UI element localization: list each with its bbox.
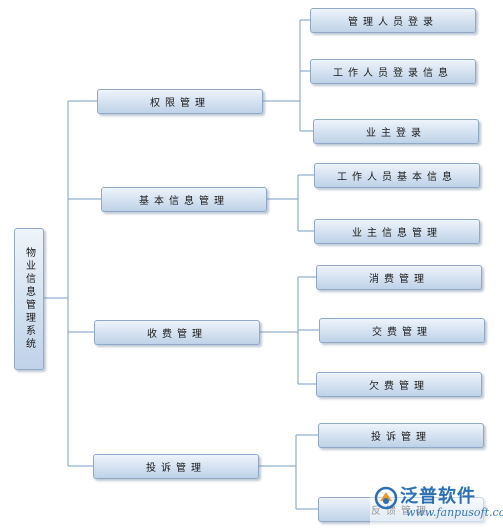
leaf-node-owner-login: 业主登录 bbox=[313, 119, 479, 144]
root-node: 物业信息管理系统 bbox=[14, 228, 44, 370]
leaf-node-payment: 交费管理 bbox=[319, 318, 485, 343]
branch-node-charges: 收费管理 bbox=[94, 320, 260, 345]
leaf-node-staff-basic-info: 工作人员基本信息 bbox=[314, 163, 480, 188]
leaf-node-complaint: 投诉管理 bbox=[318, 423, 484, 448]
branch-node-permissions: 权限管理 bbox=[97, 89, 263, 114]
watermark-name: 泛普软件 bbox=[400, 486, 476, 507]
branch-node-basic-info: 基本信息管理 bbox=[101, 187, 267, 212]
watermark-url: www.fanpusoft.com bbox=[406, 506, 503, 519]
leaf-node-owner-info: 业主信息管理 bbox=[314, 219, 480, 244]
leaf-node-staff-login-info: 工作人员登录信息 bbox=[310, 59, 476, 84]
leaf-node-arrears: 欠费管理 bbox=[316, 372, 482, 397]
logo-mark-icon bbox=[374, 486, 398, 510]
leaf-node-consumption: 消费管理 bbox=[316, 265, 482, 290]
watermark-logo: 泛普软件 www.fanpusoft.com bbox=[370, 480, 503, 526]
leaf-node-admin-login: 管理人员登录 bbox=[310, 8, 476, 33]
branch-node-complaints: 投诉管理 bbox=[93, 454, 259, 479]
